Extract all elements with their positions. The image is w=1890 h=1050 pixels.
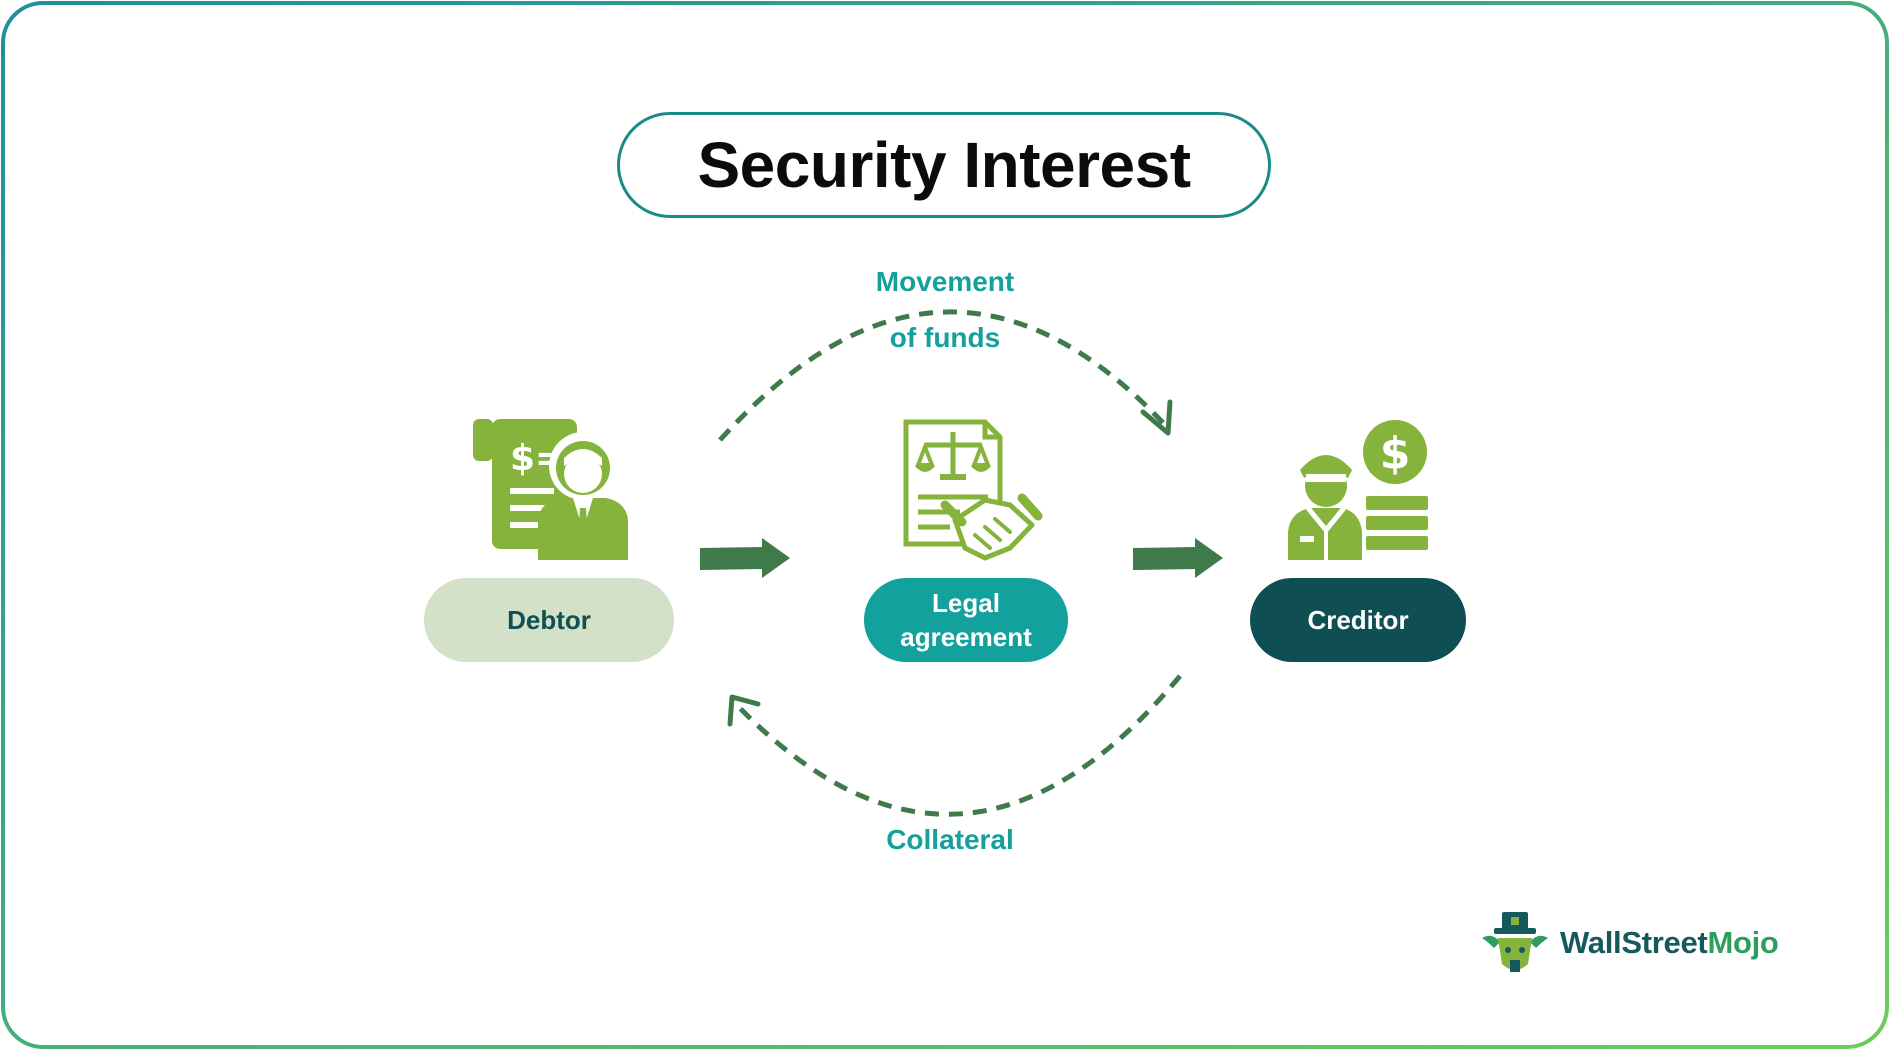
legal-agreement-icon bbox=[903, 419, 1043, 561]
logo-word2: Mojo bbox=[1707, 925, 1779, 960]
logo-wordmark: WallStreetMojo bbox=[1560, 925, 1779, 961]
debtor-icon: $= bbox=[473, 419, 628, 560]
collateral-arrowhead bbox=[727, 694, 761, 727]
legal-label-line1: Legal bbox=[932, 588, 1000, 618]
creditor-icon: $ bbox=[1288, 420, 1428, 560]
movement-arrowhead bbox=[1140, 399, 1173, 436]
collateral-arc bbox=[730, 674, 1182, 817]
creditor-label: Creditor bbox=[1307, 604, 1409, 635]
arrow-debtor-to-legal bbox=[700, 538, 790, 578]
debtor-node: Debtor bbox=[424, 578, 674, 662]
legal-agreement-node: Legal agreement bbox=[864, 578, 1068, 662]
svg-text:$: $ bbox=[1380, 428, 1411, 479]
title-pill: Security Interest bbox=[617, 112, 1271, 218]
logo-word1: WallStreet bbox=[1560, 925, 1708, 960]
collateral-label: Collateral bbox=[886, 824, 1014, 855]
movement-label-line1: Movement bbox=[875, 266, 1015, 297]
movement-label-line2: of funds bbox=[889, 322, 1001, 353]
arrow-legal-to-creditor bbox=[1133, 538, 1223, 578]
debtor-label: Debtor bbox=[507, 604, 591, 635]
movement-arc bbox=[718, 309, 1170, 442]
page-title: Security Interest bbox=[697, 129, 1191, 201]
creditor-node: Creditor bbox=[1250, 578, 1466, 662]
bull-mascot-icon bbox=[1482, 912, 1548, 972]
legal-label-line2: agreement bbox=[900, 622, 1032, 652]
wallstreetmojo-logo: WallStreetMojo bbox=[1480, 908, 1779, 978]
movement-of-funds-label: Movement of funds bbox=[845, 254, 1045, 366]
